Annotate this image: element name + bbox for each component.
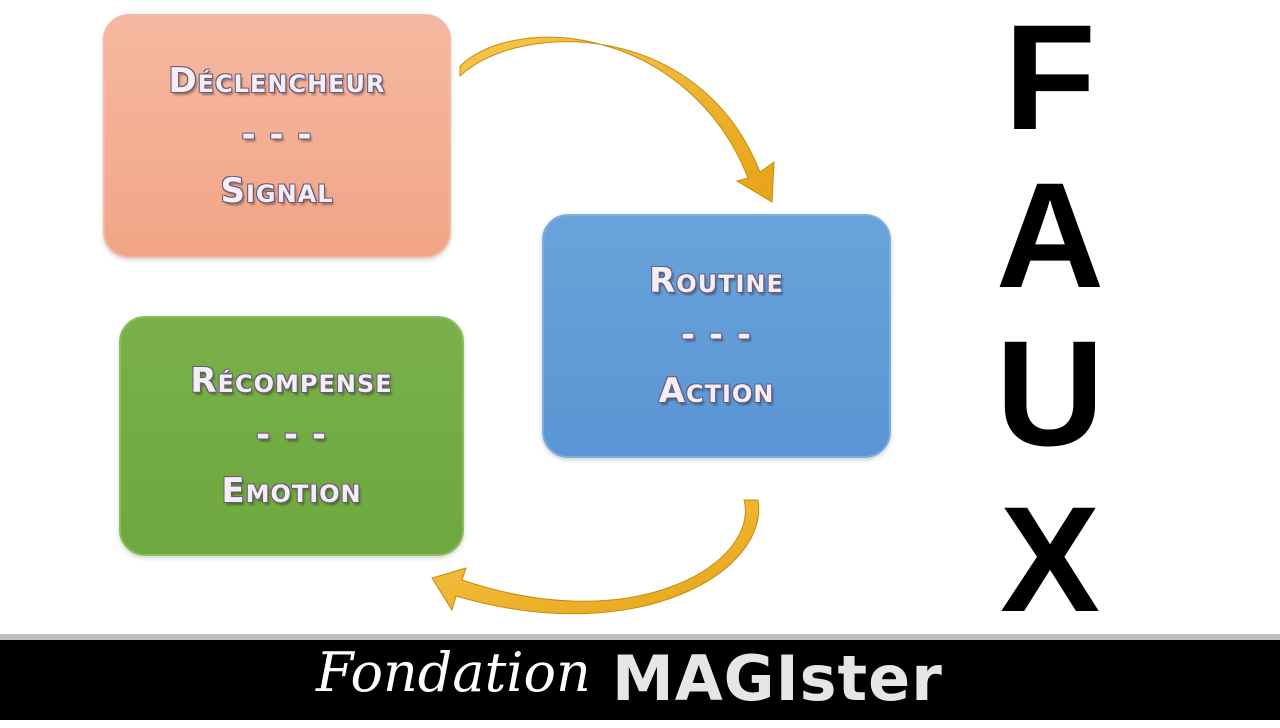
reward-title: Récompense — [190, 361, 393, 401]
verdict-letter-f: F — [1004, 0, 1096, 161]
trigger-box: Déclencheur - - - Signal — [103, 14, 451, 258]
trigger-title: Déclencheur — [168, 61, 386, 101]
footer-divider — [0, 634, 1280, 640]
trigger-subtitle: Signal — [220, 171, 334, 211]
routine-title: Routine — [649, 261, 784, 301]
brand-name-bold: MAGIster — [612, 642, 943, 715]
faux-verdict: F A U X — [970, 0, 1130, 640]
footer-banner: Fondation MAGIster — [0, 640, 1280, 720]
trigger-separator: - - - — [241, 115, 313, 155]
reward-separator: - - - — [255, 415, 327, 455]
arrow-routine-to-reward — [431, 499, 760, 615]
verdict-letter-a: A — [995, 151, 1105, 319]
routine-box: Routine - - - Action — [542, 214, 891, 458]
brand-name-italic: Fondation — [316, 641, 591, 704]
reward-box: Récompense - - - Emotion — [119, 316, 464, 556]
routine-subtitle: Action — [658, 371, 775, 411]
arrow-trigger-to-routine — [459, 36, 775, 203]
brand-logo-area — [305, 644, 995, 718]
reward-subtitle: Emotion — [221, 471, 362, 511]
routine-separator: - - - — [680, 315, 752, 355]
verdict-letter-x: X — [999, 475, 1101, 643]
verdict-letter-u: U — [995, 309, 1105, 477]
